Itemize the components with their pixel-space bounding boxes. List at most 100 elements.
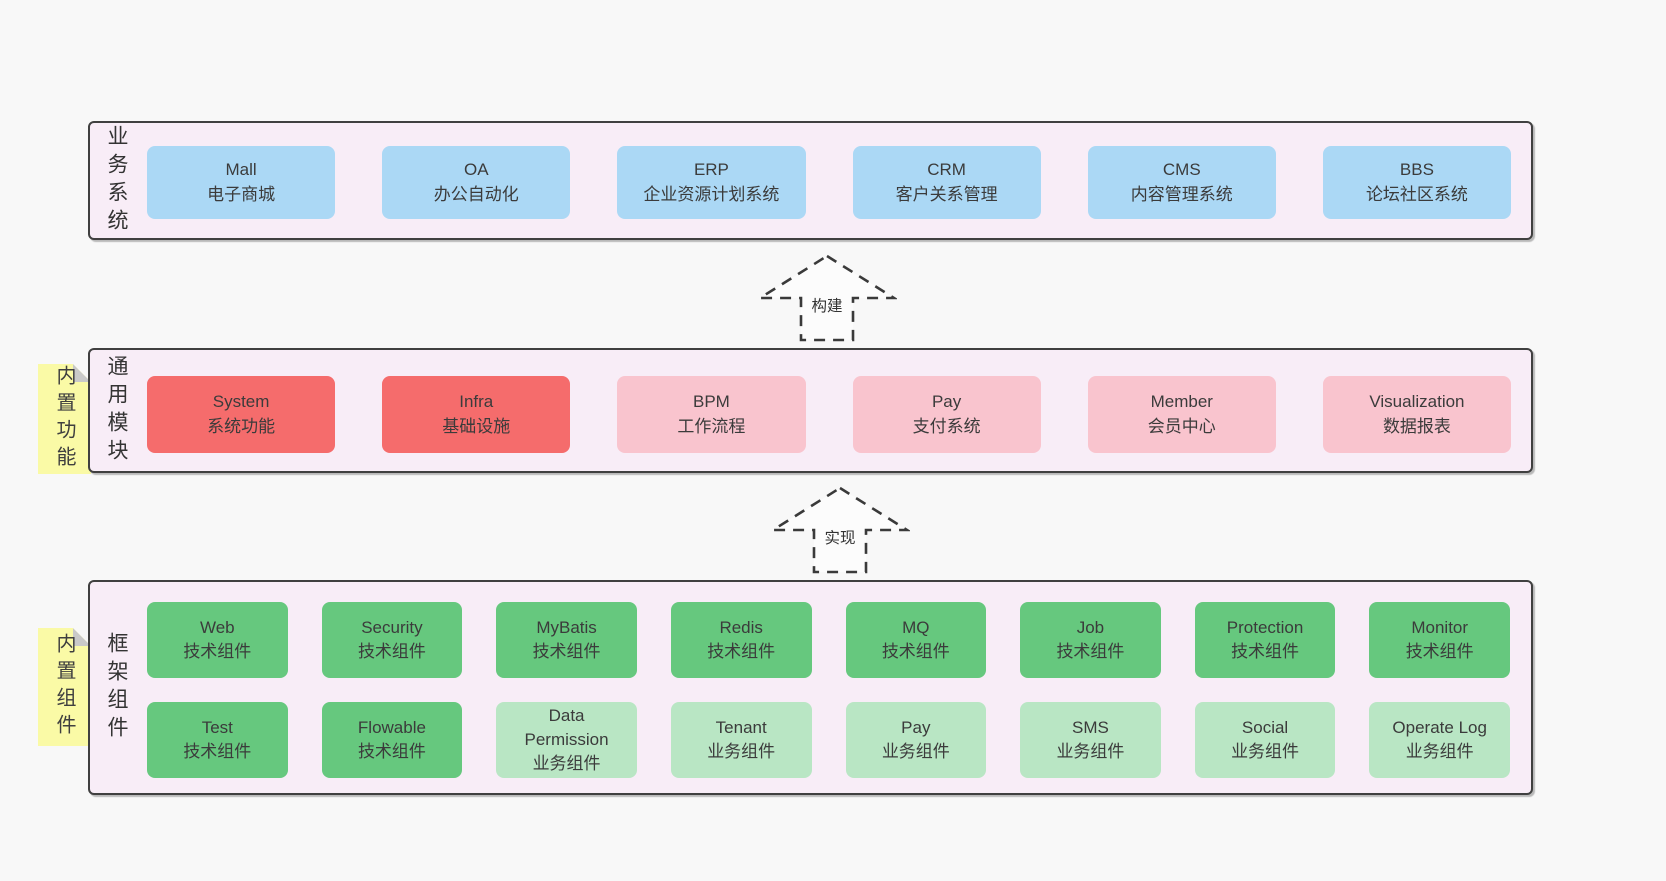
module-title: Monitor — [1411, 617, 1469, 637]
module-box-bpm: BPM 工作流程 — [617, 376, 806, 453]
sticky-note-label: 内置功能 — [53, 365, 75, 473]
module-title: Social — [1241, 717, 1289, 737]
module-subtitle: 业务组件 — [1231, 742, 1300, 761]
layer-label-framework-components: 框架组件 — [105, 631, 128, 744]
layer-business-systems: 业务系统 Mall 电子商城 OA 办公自动化 ERP 企业资源计划系统 CRM 客户关系管理… — [88, 121, 1533, 240]
module-title: Mall — [225, 160, 257, 180]
module-subtitle: 数据报表 — [1382, 416, 1451, 436]
module-title: MyBatis — [536, 617, 597, 637]
layer-label-common-modules: 通用模块 — [105, 354, 128, 467]
module-box-oa: OA 办公自动化 — [382, 146, 571, 219]
module-box-sms: SMS 业务组件 — [1020, 702, 1161, 778]
module-box-job: Job 技术组件 — [1020, 602, 1161, 678]
module-subtitle: 业务组件 — [1405, 742, 1474, 761]
module-title: Protection — [1226, 617, 1304, 637]
sticky-note-builtin-components: 内置组件 — [38, 628, 91, 746]
module-title: Visualization — [1369, 392, 1465, 412]
module-title: Pay — [901, 717, 931, 737]
module-title: Flowable — [357, 717, 426, 737]
module-title: BPM — [693, 392, 730, 412]
module-box-security: Security 技术组件 — [321, 602, 463, 678]
module-box-system: System 系统功能 — [147, 376, 336, 453]
sticky-note-label: 内置组件 — [53, 633, 75, 741]
module-box-cms: CMS 内容管理系统 — [1087, 146, 1276, 219]
module-box-social: Social 业务组件 — [1194, 702, 1336, 778]
module-box-erp: ERP 企业资源计划系统 — [617, 146, 806, 219]
module-title: Tenant — [715, 717, 767, 737]
module-title: MQ — [902, 617, 930, 637]
module-subtitle: 技术组件 — [881, 642, 950, 661]
layer-label-business-systems: 业务系统 — [105, 124, 128, 237]
module-subtitle: 企业资源计划系统 — [643, 184, 780, 204]
module-box-monitor: Monitor 技术组件 — [1369, 602, 1510, 678]
arrow-up-build: 构建 — [757, 254, 897, 342]
module-subtitle: 客户关系管理 — [895, 184, 998, 204]
module-title: Data Permission — [524, 705, 609, 749]
module-box-visualization: Visualization 数据报表 — [1322, 376, 1512, 453]
module-title: OA — [463, 160, 489, 180]
module-title: Operate Log — [1392, 717, 1487, 737]
module-subtitle: 会员中心 — [1147, 416, 1216, 436]
module-subtitle: 工作流程 — [677, 416, 746, 436]
module-subtitle: 技术组件 — [532, 642, 601, 661]
module-box-data-permission: Data Permission 业务组件 — [496, 702, 637, 778]
module-title: Redis — [719, 617, 763, 637]
module-title: CMS — [1162, 160, 1201, 180]
module-subtitle: 技术组件 — [357, 742, 426, 761]
module-box-mybatis: MyBatis 技术组件 — [496, 602, 637, 678]
module-subtitle: 业务组件 — [881, 742, 950, 761]
module-subtitle: 内容管理系统 — [1130, 184, 1233, 204]
module-title: Job — [1076, 617, 1105, 637]
module-subtitle: 基础设施 — [442, 416, 511, 436]
module-box-infra: Infra 基础设施 — [382, 376, 571, 453]
module-box-operate-log: Operate Log 业务组件 — [1369, 702, 1510, 778]
module-title: Web — [199, 617, 235, 637]
module-title: Test — [201, 717, 233, 737]
module-subtitle: 技术组件 — [707, 642, 776, 661]
module-box-protection: Protection 技术组件 — [1194, 602, 1336, 678]
module-title: BBS — [1399, 160, 1434, 180]
module-box-mq: MQ 技术组件 — [845, 602, 987, 678]
module-subtitle: 电子商城 — [207, 184, 276, 204]
arrow-label-build: 构建 — [809, 294, 845, 316]
module-title: ERP — [693, 160, 729, 180]
module-subtitle: 系统功能 — [207, 416, 276, 436]
arrow-label-implement: 实现 — [822, 526, 858, 548]
module-subtitle: 业务组件 — [1056, 742, 1125, 761]
module-title: Member — [1150, 392, 1213, 412]
module-box-pay: Pay 支付系统 — [852, 376, 1041, 453]
module-subtitle: 技术组件 — [1056, 642, 1125, 661]
module-subtitle: 技术组件 — [1405, 642, 1474, 661]
module-subtitle: 业务组件 — [532, 754, 601, 774]
common-modules-box-row: System 系统功能 Infra 基础设施 BPM 工作流程 Pay 支付系统 Member 会… — [147, 376, 1512, 453]
module-subtitle: 支付系统 — [912, 416, 981, 436]
module-title: Infra — [459, 392, 494, 412]
module-subtitle: 办公自动化 — [433, 184, 519, 204]
module-title: System — [212, 392, 270, 412]
module-subtitle: 技术组件 — [357, 642, 426, 661]
business-systems-box-row: Mall 电子商城 OA 办公自动化 ERP 企业资源计划系统 CRM 客户关系管理 CMS 内容… — [147, 146, 1512, 219]
module-subtitle: 技术组件 — [183, 642, 252, 661]
module-box-test: Test 技术组件 — [147, 702, 288, 778]
module-box-mall: Mall 电子商城 — [147, 146, 336, 219]
module-subtitle: 技术组件 — [1231, 642, 1300, 661]
module-title: CRM — [927, 160, 966, 180]
sticky-note-builtin-features: 内置功能 — [38, 364, 91, 474]
module-subtitle: 业务组件 — [707, 742, 776, 761]
module-box-redis: Redis 技术组件 — [670, 602, 812, 678]
module-box-crm: CRM 客户关系管理 — [852, 146, 1041, 219]
module-title: Security — [361, 617, 423, 637]
layer-common-modules: 通用模块 System 系统功能 Infra 基础设施 BPM 工作流程 Pay 支付系统 Me… — [88, 348, 1533, 473]
arrow-up-implement: 实现 — [770, 486, 910, 574]
module-subtitle: 论坛社区系统 — [1365, 184, 1468, 204]
module-box-flowable: Flowable 技术组件 — [321, 702, 463, 778]
module-title: Pay — [931, 392, 962, 412]
module-title: SMS — [1072, 717, 1109, 737]
module-box-tenant: Tenant 业务组件 — [670, 702, 812, 778]
module-subtitle: 技术组件 — [183, 742, 252, 761]
module-box-bbs: BBS 论坛社区系统 — [1322, 146, 1512, 219]
